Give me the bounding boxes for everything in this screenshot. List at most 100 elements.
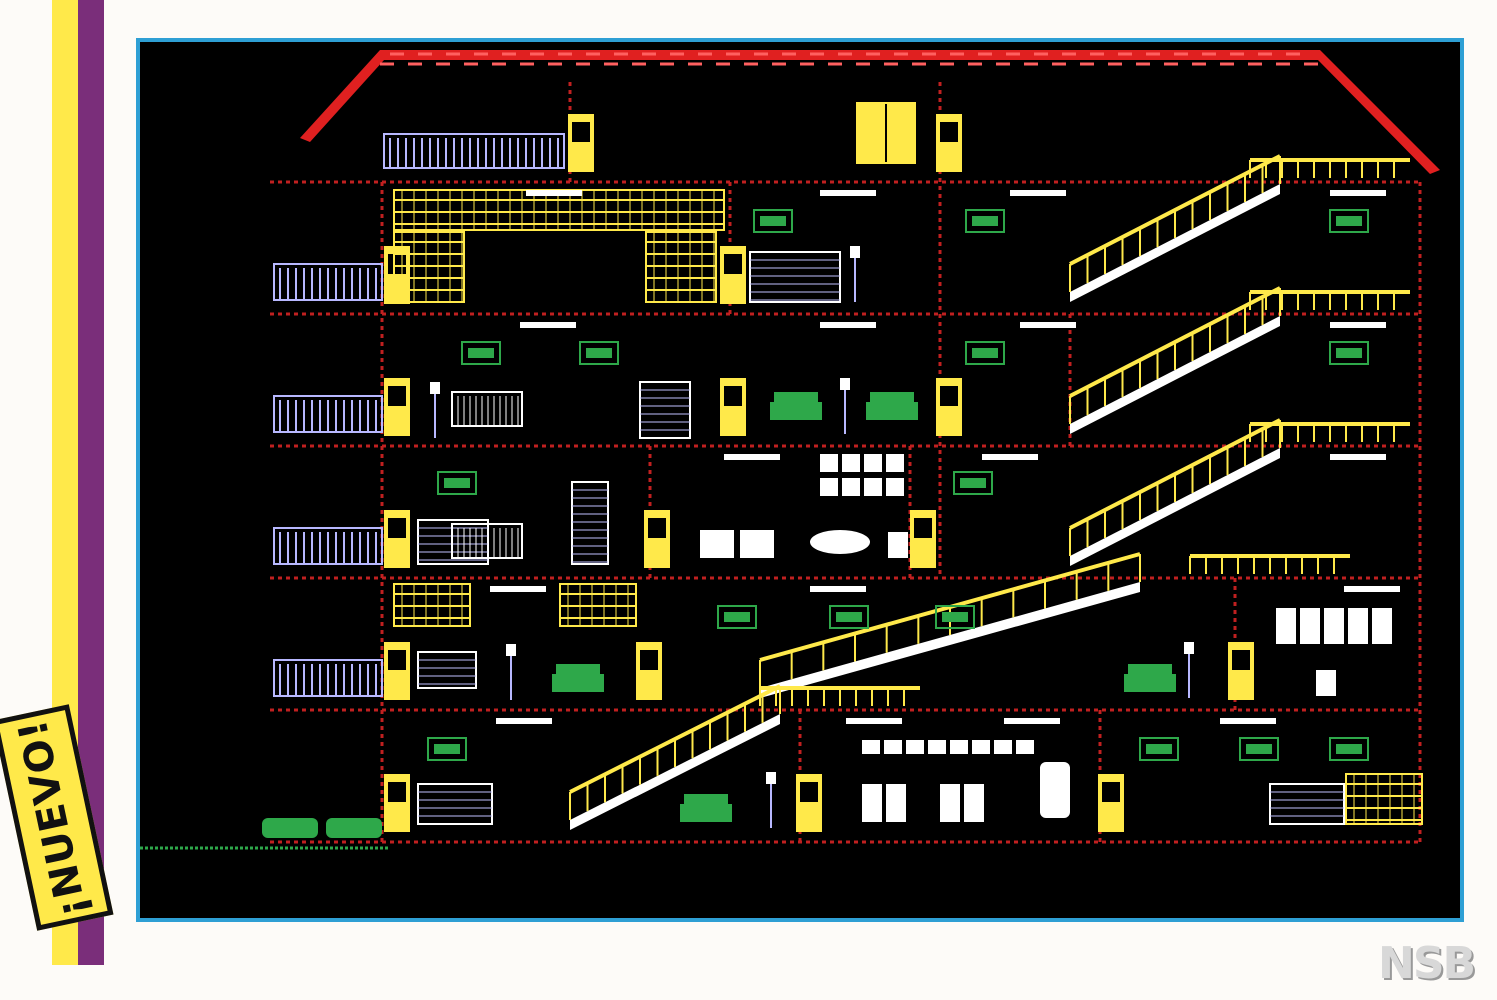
sofa-icon [1124, 674, 1176, 692]
tile-icon [864, 478, 882, 496]
door-window [388, 386, 406, 406]
lamp-icon [840, 378, 850, 390]
ceiling-light-icon [846, 718, 902, 724]
picture-art [434, 744, 460, 754]
ceiling-light-icon [1220, 718, 1276, 724]
ceiling-light-icon [982, 454, 1038, 460]
ceiling-light-icon [520, 322, 576, 328]
picture-art [1336, 216, 1362, 226]
picture-art [468, 348, 494, 358]
kitchen-cupboard-icon [862, 784, 882, 822]
locker-icon [1300, 608, 1320, 644]
lamp-icon [850, 246, 860, 258]
ceiling-light-icon [810, 586, 866, 592]
door-window [1102, 782, 1120, 802]
kitchen-shelf-icon [928, 740, 946, 754]
ceiling-light-icon [1010, 190, 1066, 196]
hedge-icon [262, 818, 318, 838]
lamp-icon [1184, 642, 1194, 654]
nuevo-badge-plate: ¡NUEVO! [0, 704, 114, 931]
cabinet-icon [571, 481, 609, 565]
staircase-icon [1070, 184, 1280, 302]
hedge-icon [326, 818, 382, 838]
lamp-icon [430, 382, 440, 394]
picture-frame-icon [753, 209, 793, 233]
picture-frame-icon [965, 209, 1005, 233]
kitchen-cupboard-icon [886, 784, 906, 822]
bed-icon [451, 523, 523, 559]
ceiling-light-icon [1330, 322, 1386, 328]
kitchen-cupboard-icon [964, 784, 984, 822]
game-screen [136, 38, 1464, 922]
tile-icon [842, 478, 860, 496]
door-window [940, 386, 958, 406]
door-window [724, 386, 742, 406]
door-window [940, 122, 958, 142]
picture-frame-icon [953, 471, 993, 495]
picture-art [444, 478, 470, 488]
picture-frame-icon [1239, 737, 1279, 761]
picture-art [724, 612, 750, 622]
cabinet-icon [417, 783, 493, 825]
sofa-back [556, 664, 600, 676]
picture-art [972, 216, 998, 226]
door-window [572, 122, 590, 142]
door-window [724, 254, 742, 274]
nsb-logo: NSB [1378, 938, 1476, 989]
door-window [640, 650, 658, 670]
lamp-icon [766, 772, 776, 784]
door-window [388, 782, 406, 802]
ceiling-light-icon [496, 718, 552, 724]
picture-frame-icon [717, 605, 757, 629]
sofa-icon [680, 804, 732, 822]
door-window [800, 782, 818, 802]
picture-frame-icon [1329, 737, 1369, 761]
tile-icon [886, 478, 904, 496]
kitchen-shelf-icon [1016, 740, 1034, 754]
sink-cabinet-icon [740, 530, 774, 558]
kitchen-shelf-icon [972, 740, 990, 754]
ceiling-light-icon [1330, 190, 1386, 196]
cabinet-icon [417, 651, 477, 689]
picture-frame-icon [935, 605, 975, 629]
staircase-icon [760, 582, 1140, 698]
picture-frame-icon [1139, 737, 1179, 761]
sink-cabinet-icon [700, 530, 734, 558]
locker-icon [1324, 608, 1344, 644]
ceiling-light-icon [490, 586, 546, 592]
kitchen-shelf-icon [994, 740, 1012, 754]
house-cross-section [140, 50, 1440, 850]
staircase-icon [570, 714, 780, 830]
bed-icon [451, 391, 523, 427]
picture-art [586, 348, 612, 358]
attic-rail [383, 133, 565, 169]
tile-icon [864, 454, 882, 472]
kitchen-shelf-icon [906, 740, 924, 754]
tile-icon [886, 454, 904, 472]
picture-frame-icon [427, 737, 467, 761]
sofa-back [1128, 664, 1172, 676]
fridge-icon [1040, 762, 1070, 818]
nuevo-badge-label: ¡NUEVO! [9, 714, 97, 921]
sofa-back [684, 794, 728, 806]
picture-frame-icon [1329, 341, 1369, 365]
picture-frame-icon [579, 341, 619, 365]
cabinet-icon [749, 251, 841, 303]
sofa-icon [770, 402, 822, 420]
door-window [648, 518, 666, 538]
kitchen-shelf-icon [862, 740, 880, 754]
staircase-icon [1070, 316, 1280, 434]
picture-frame-icon [1329, 209, 1369, 233]
picture-art [960, 478, 986, 488]
picture-art [1246, 744, 1272, 754]
ceiling-light-icon [1344, 586, 1400, 592]
tile-icon [842, 454, 860, 472]
cabinet-icon [1269, 783, 1345, 825]
sofa-back [774, 392, 818, 404]
staircase-icon [1070, 448, 1280, 566]
sofa-icon [552, 674, 604, 692]
door-window [914, 518, 932, 538]
cabinet-icon [639, 381, 691, 439]
sofa-icon [866, 402, 918, 420]
picture-art [942, 612, 968, 622]
